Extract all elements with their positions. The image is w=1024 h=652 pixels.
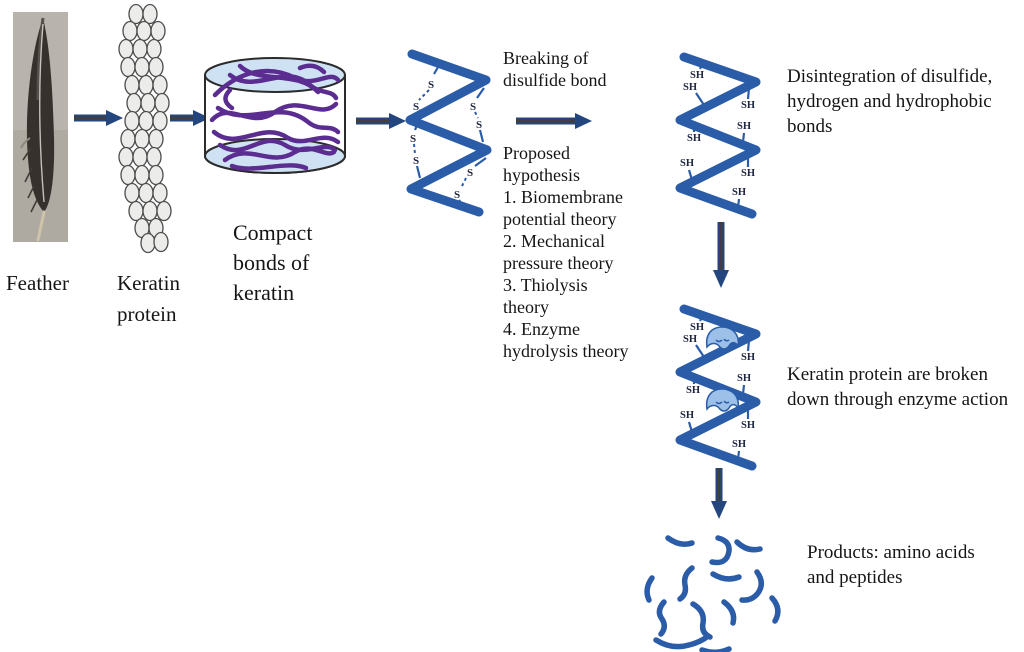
arrow-cylinder-to-helix — [356, 113, 406, 129]
sh-label: SH — [732, 187, 746, 198]
breaking-disulfide-label: Breaking of disulfide bond — [503, 48, 607, 90]
bond-stubs — [413, 61, 487, 209]
sh-label: SH — [690, 322, 704, 333]
thiol-stubs — [687, 311, 751, 460]
sh-label: SH — [732, 439, 746, 450]
arrow-feather-to-keratin — [74, 110, 123, 126]
feather-vane — [26, 18, 55, 212]
sh-labels: SH SH SH SH SH SH SH SH — [680, 322, 755, 450]
sh-label: SH — [737, 373, 751, 384]
enzyme-action-label: Keratin protein are broken down through … — [787, 364, 1009, 410]
sh-label: SH — [741, 100, 755, 111]
sh-label: SH — [737, 121, 751, 132]
sh-label: SH — [741, 352, 755, 363]
keratin-tangle — [209, 63, 341, 171]
s-label: S — [470, 101, 476, 113]
feather-tip-shade — [36, 17, 45, 101]
compact-bonds-label: Compact bonds of keratin — [233, 220, 313, 305]
feather-label: Feather — [6, 271, 69, 295]
s-label: S — [428, 79, 434, 91]
arrow-down-to-products — [711, 468, 727, 519]
arrow-down-to-enzyme-helix — [713, 222, 729, 288]
arrow-keratin-to-cylinder — [170, 110, 210, 126]
s-label: S — [410, 133, 416, 145]
keratin-protein-label: Keratin protein — [117, 271, 180, 326]
s-label: S — [476, 119, 482, 131]
sh-labels: SH SH SH SH SH SH SH SH — [680, 70, 755, 198]
keratin-protein-beads — [118, 3, 172, 254]
helix-thiol-groups: SH SH SH SH SH SH SH SH — [675, 52, 761, 219]
enzyme-icon — [705, 388, 740, 412]
sh-label: SH — [687, 133, 701, 144]
s-label: S — [454, 189, 460, 201]
helix-enzyme-action: SH SH SH SH SH SH SH SH — [675, 304, 761, 471]
sh-label: SH — [686, 385, 700, 396]
sh-label: SH — [680, 410, 694, 421]
products-label: Products: amino acids and peptides — [807, 542, 975, 588]
sh-label: SH — [680, 158, 694, 169]
s-labels: S S S S S S S S — [410, 79, 482, 201]
s-label: S — [413, 101, 419, 113]
proposed-hypothesis-text: Proposed hypothesis 1. Biomembrane poten… — [503, 143, 629, 361]
s-label: S — [467, 167, 473, 179]
arrow-helix-to-sh-helix — [516, 113, 592, 129]
thiol-stubs — [687, 59, 751, 208]
disintegration-label: Disintegration of disulfide, hydrogen an… — [787, 66, 993, 137]
s-label: S — [413, 155, 419, 167]
feather-barbs — [22, 147, 38, 213]
sh-label: SH — [683, 334, 697, 345]
sh-label: SH — [683, 82, 697, 93]
feather-shaft — [39, 23, 45, 203]
feather-photo — [13, 12, 68, 242]
sh-label: SH — [690, 70, 704, 81]
disulfide-links — [413, 89, 479, 189]
enzyme-icon — [705, 326, 740, 350]
feather-fluff — [20, 137, 31, 149]
helix-disulfide-bonds: S S S S S S S S — [405, 49, 492, 217]
sh-label: SH — [741, 168, 755, 179]
compact-bonds-cylinder — [204, 57, 346, 174]
feather-quill — [36, 210, 46, 242]
sh-label: SH — [741, 420, 755, 431]
products-cluster — [644, 535, 781, 652]
